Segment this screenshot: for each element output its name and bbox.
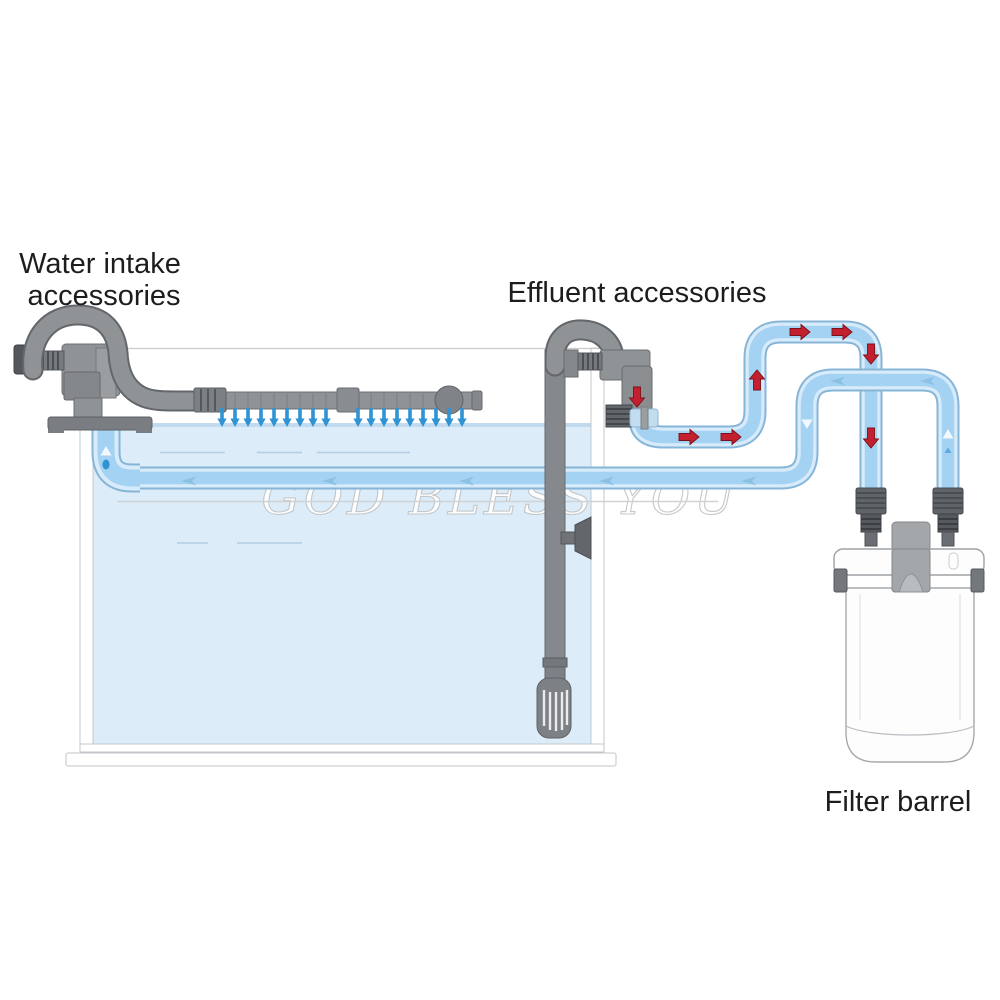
spray-bar-nozzle-ticks bbox=[234, 393, 437, 408]
flow-arrow-blue-up-small-icon bbox=[944, 447, 952, 453]
lid-clip-left bbox=[833, 568, 848, 593]
filter-barrel bbox=[833, 487, 985, 763]
flange-foot-left bbox=[48, 429, 64, 433]
label-water-intake-line2: accessories bbox=[27, 280, 180, 312]
label-water-intake-line1: Water intake bbox=[19, 248, 181, 280]
water-drop-icon bbox=[102, 459, 110, 470]
label-filter-barrel: Filter barrel bbox=[825, 786, 972, 818]
suction-cup-stem bbox=[560, 531, 577, 545]
handle-arch bbox=[898, 573, 924, 593]
suction-cup bbox=[574, 516, 592, 560]
tank-bottom-glass bbox=[79, 743, 605, 753]
intake-flange bbox=[47, 416, 153, 431]
flange-foot-right bbox=[136, 429, 152, 433]
intake-tube bbox=[544, 349, 566, 665]
label-effluent: Effluent accessories bbox=[508, 277, 767, 309]
tank-right-wall bbox=[590, 347, 605, 753]
effluent-collar-band bbox=[640, 406, 649, 430]
intake-strainer bbox=[536, 666, 572, 739]
intake-hook-pipe bbox=[24, 306, 209, 410]
hose-fitting-left bbox=[855, 487, 887, 547]
effluent-connector-nut bbox=[605, 404, 633, 428]
spray-bar bbox=[193, 385, 483, 415]
hose-fitting-right bbox=[932, 487, 964, 547]
intake-elbow bbox=[63, 371, 101, 401]
lid-detail-loop bbox=[948, 552, 959, 570]
tube-joint bbox=[542, 657, 568, 668]
effluent-assembly bbox=[536, 319, 659, 739]
spray-bar-end-cap bbox=[471, 390, 483, 411]
water-intake-assembly bbox=[13, 304, 483, 433]
spray-bar-sleeve bbox=[336, 387, 360, 413]
water-detail-lines bbox=[160, 451, 410, 544]
barrel-base-line bbox=[845, 725, 975, 736]
water-surface-line bbox=[93, 423, 591, 427]
effluent-clamp-screw bbox=[577, 352, 603, 371]
return-pipe-from-filter bbox=[91, 368, 960, 494]
barrel-body bbox=[845, 587, 975, 763]
return-flow-arrows bbox=[100, 376, 954, 486]
effluent-inner-tab bbox=[563, 349, 579, 378]
lid-clip-right bbox=[970, 568, 985, 593]
tank-stand bbox=[65, 752, 617, 767]
